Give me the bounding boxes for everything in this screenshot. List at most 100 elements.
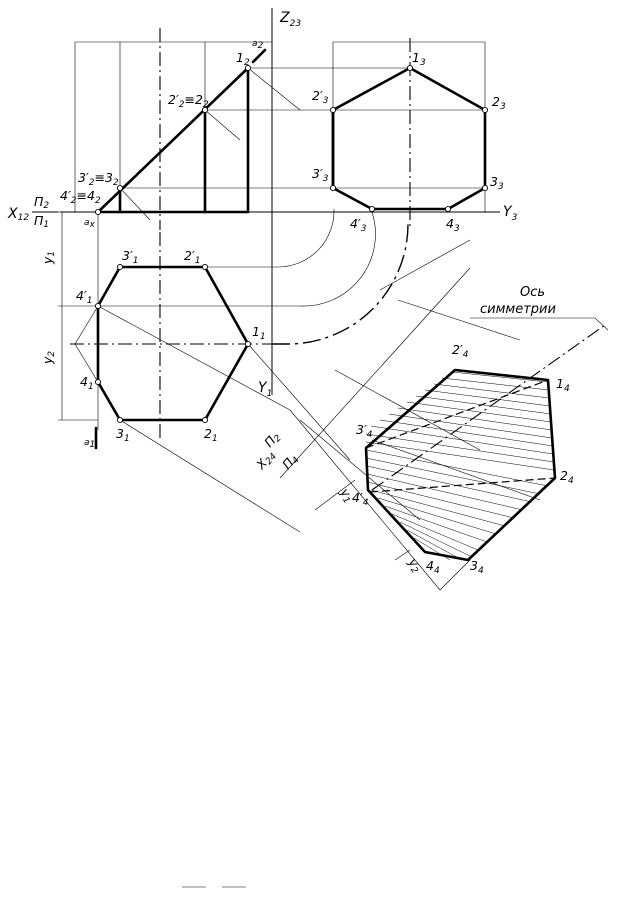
tv-label-4b: 4 [80,374,88,389]
svg-text:11: 11 [252,324,266,342]
pv-label-3b-sub: 3 [498,182,504,192]
ts-label-4b: 4 [426,558,434,573]
fv-label-2a-sub: 2 [179,100,185,110]
ts-label-2b: 2 [560,468,568,483]
svg-text:Y1: Y1 [258,380,272,399]
svg-text:y2: y2 [40,351,57,365]
label-pi1: П [34,213,44,228]
top-view [94,265,250,450]
fv-label-4b: ≡4 [77,188,95,203]
svg-text:23: 23 [492,94,506,112]
label-ax: a [84,218,90,228]
fv-label-1-sub: 2 [244,58,250,68]
fv-label-3a: 3′ [78,170,89,185]
svg-text:3′1: 3′1 [122,248,139,266]
label-dim-y2-sub: 2 [47,351,57,357]
fv-label-4a-sub: 2 [71,196,77,206]
tv-label-4a: 4′ [76,288,87,303]
svg-text:31: 31 [116,426,130,444]
svg-text:21: 21 [204,426,218,444]
label-y3-sub: 3 [512,213,518,223]
svg-text:Z23: Z23 [279,10,301,29]
axis-labels: Z23 Y3 Y1 X12 П2 П1 ax a1 a2 y1 y2 [7,10,518,450]
tv-label-2a: 2′ [184,248,195,263]
tv-label-2b-sub: 1 [212,434,218,444]
svg-text:3′4: 3′4 [356,422,373,440]
profile-view-labels: 13 2′3 23 3′3 33 4′3 43 [312,50,506,234]
label-pi1-sub: 1 [43,220,49,230]
pv-label-4a: 4′ [350,216,361,231]
pv-label-4b: 4 [446,216,454,231]
ts-label-2a-sub: 4 [463,350,469,360]
label-dim-y2: y [40,356,55,365]
pv-label-1-sub: 3 [420,58,426,68]
svg-text:13: 13 [412,50,426,68]
front-view [96,48,267,214]
label-x12: X [7,206,18,222]
svg-text:4′3: 4′3 [350,216,367,234]
ts-label-2a: 2′ [452,342,463,357]
ts-label-1-sub: 4 [564,384,570,394]
label-pi4-sub: 4 [291,455,302,466]
ts-label-1: 1 [556,376,564,391]
true-size-view [364,368,557,562]
svg-text:ax: ax [84,218,96,230]
svg-text:X12: X12 [7,206,29,223]
label-z: Z [279,10,290,26]
svg-text:4′1: 4′1 [76,288,93,306]
svg-text:34: 34 [470,558,484,576]
svg-text:43: 43 [446,216,460,234]
pv-label-1: 1 [412,50,420,65]
point-markers [94,64,489,424]
top-view-labels: 11 2′1 21 3′1 31 4′1 41 [76,248,266,444]
pv-label-2b: 2 [492,94,500,109]
label-a1-sub: 1 [90,440,96,450]
svg-text:a2: a2 [252,39,264,51]
note-line1: Ось [520,285,545,300]
svg-text:a1: a1 [84,438,95,450]
pv-label-4a-sub: 3 [361,224,367,234]
label-pi2-sub: 2 [43,201,49,211]
svg-text:14: 14 [556,376,570,394]
pv-label-4b-sub: 3 [454,224,460,234]
tv-label-2a-sub: 1 [195,256,201,266]
svg-text:12: 12 [236,50,250,68]
tv-label-3a-sub: 1 [133,256,139,266]
svg-text:П4: П4 [279,451,302,474]
fv-label-2a: 2′ [168,92,179,107]
pv-label-3a: 3′ [312,166,323,181]
svg-text:24: 24 [560,468,574,486]
label-pi2-b-sub: 2 [273,433,284,444]
svg-text:4′4: 4′4 [352,490,369,508]
fv-label-4a: 4′ [60,188,71,203]
svg-text:3′3: 3′3 [312,166,329,184]
svg-text:П2: П2 [34,194,49,211]
ts-label-2b-sub: 4 [568,476,574,486]
tv-label-3b-sub: 1 [124,434,130,444]
svg-text:Y3: Y3 [503,204,518,223]
pv-label-2a: 2′ [312,88,323,103]
label-x12-sub: 12 [18,213,30,223]
ts-label-4a-sub: 4 [363,498,369,508]
fv-label-2b-sub: 2 [203,100,209,110]
fv-label-2b: ≡2 [185,92,203,107]
label-y3: Y [503,204,513,220]
front-view-labels: 12 2′2≡22 3′2≡32 4′2≡42 [60,50,250,206]
svg-text:2′4: 2′4 [452,342,469,360]
label-y1: Y [258,380,268,396]
label-pi2: П [34,194,44,209]
ts-label-4a: 4′ [352,490,363,505]
profile-view [331,66,487,211]
fv-label-3b: ≡3 [95,170,113,185]
label-a1: a [84,438,90,448]
svg-text:4′2≡42: 4′2≡42 [60,188,101,206]
label-dim-y1-sub: 1 [47,251,57,257]
pv-label-3a-sub: 3 [323,174,329,184]
svg-text:П2: П2 [261,429,284,452]
label-dim-y1-b-sub: 1 [340,495,351,505]
fv-label-3b-sub: 2 [113,178,119,188]
projection-axes [60,8,500,395]
tv-label-3b: 3 [116,426,124,441]
pv-label-2b-sub: 3 [500,102,506,112]
label-z-sub: 23 [290,19,302,29]
